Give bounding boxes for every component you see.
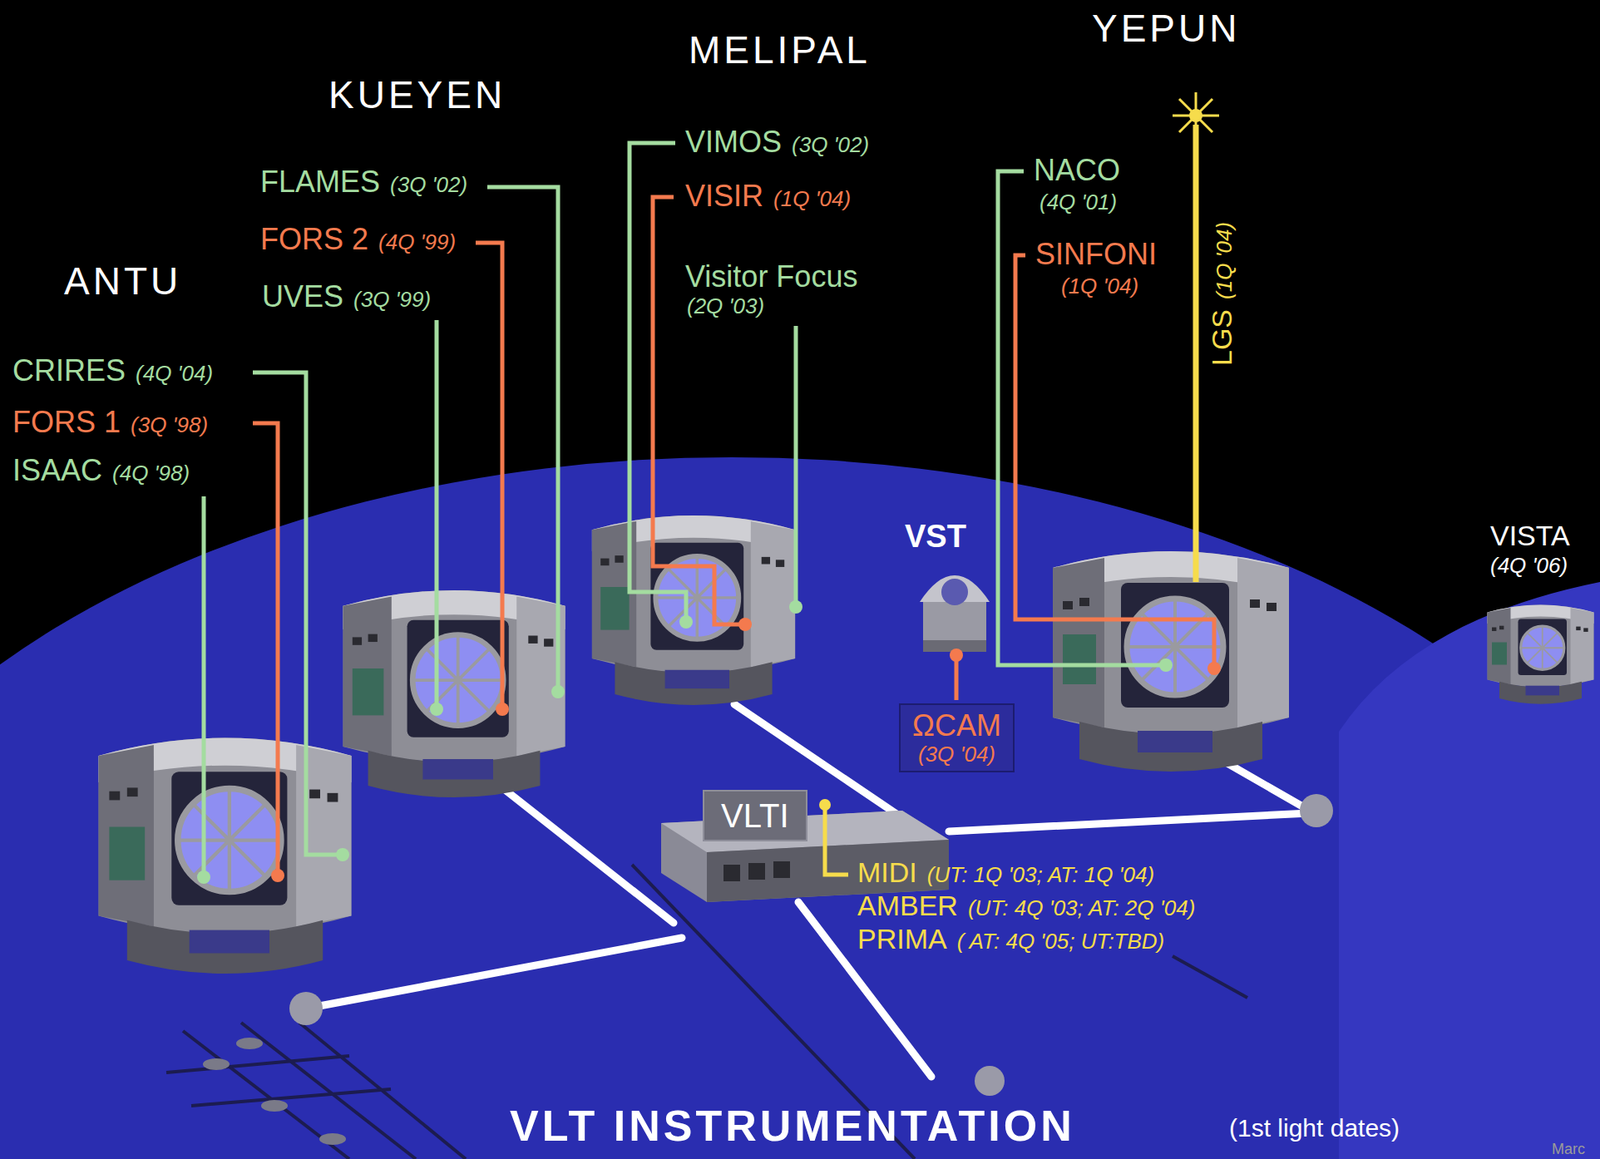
first-light-date: (3Q '99)	[353, 287, 431, 313]
instrument-name: UVES	[261, 279, 344, 314]
first-light-date: (4Q '06)	[1490, 553, 1568, 579]
label-row: AMBER (UT: 4Q '03; AT: 2Q '04)	[857, 889, 1196, 923]
first-light-date: (3Q '98)	[130, 413, 208, 439]
label-row: MIDI (UT: 1Q '03; AT: 1Q '04)	[857, 856, 1155, 889]
label-row: Visitor Focus	[685, 259, 858, 294]
telescope-name: ANTU	[64, 259, 182, 304]
label-row: LGS (1Q '04)	[1205, 222, 1239, 366]
instrument-name: FORS 1	[12, 404, 121, 440]
label-row: SINFONI	[1035, 237, 1157, 272]
label-row: VIMOS (3Q '02)	[685, 124, 870, 159]
label-row: VISIR (1Q '04)	[685, 178, 851, 213]
first-light-date: (4Q '01)	[1039, 190, 1117, 216]
label-row: (2Q '03)	[686, 294, 765, 320]
label-row: VST	[904, 518, 967, 556]
first-light-date: (1Q '04)	[773, 187, 851, 213]
label-row: ANTU	[64, 259, 182, 304]
caption-row: (1st light dates)	[1229, 1114, 1400, 1144]
label-row: UVES (3Q '99)	[261, 279, 431, 314]
instrument-name: ISAAC	[12, 453, 103, 488]
telescope-name: VISTA	[1490, 519, 1571, 553]
label-row: ISAAC (4Q '98)	[12, 453, 190, 488]
label-row: Marc	[1551, 1140, 1586, 1159]
first-light-date: (UT: 4Q '03; AT: 2Q '04)	[967, 896, 1196, 922]
first-light-date: (4Q '04)	[135, 361, 213, 387]
title-row: VLT INSTRUMENTATION	[509, 1102, 1076, 1151]
instrument-name: SINFONI	[1035, 237, 1157, 272]
first-light-date: (1Q '04)	[1212, 222, 1238, 300]
label-row: FORS 1 (3Q '98)	[12, 404, 208, 440]
telescope-name: VST	[904, 518, 967, 556]
first-light-date: (3Q '02)	[791, 133, 870, 159]
instrument-name: MIDI	[857, 856, 918, 889]
first-light-date: (1Q '04)	[1061, 274, 1139, 300]
label-row: KUEYEN	[328, 73, 506, 118]
first-light-date: (2Q '03)	[686, 294, 765, 320]
interferometer-building: VLTI	[702, 790, 808, 842]
instrument-name: NACO	[1033, 153, 1121, 188]
instrument-name: VIMOS	[685, 124, 782, 159]
node-text: VLTI	[720, 796, 790, 835]
telescope-name: MELIPAL	[688, 28, 871, 73]
first-light-date: (UT: 1Q '03; AT: 1Q '04)	[927, 863, 1155, 889]
camera-box: ΩCAM(3Q '04)	[898, 703, 1015, 773]
laser-guide-star-label: LGS	[1205, 309, 1239, 366]
label-row: PRIMA ( AT: 4Q '05; UT:TBD)	[857, 923, 1165, 956]
label-row: (4Q '01)	[1039, 190, 1117, 216]
telescope-name: KUEYEN	[328, 73, 506, 118]
label-row: VISTA	[1490, 519, 1571, 553]
label-row: NACO	[1033, 153, 1121, 188]
node-text: (3Q '04)	[918, 742, 996, 768]
instrument-name: VISIR	[685, 178, 764, 213]
label-row: (1Q '04)	[1061, 274, 1139, 300]
instrument-name: FORS 2	[260, 222, 369, 257]
node-text: ΩCAM	[912, 708, 1002, 743]
label-row: (4Q '06)	[1490, 553, 1568, 579]
instrument-name: Visitor Focus	[685, 259, 858, 294]
diagram-caption: (1st light dates)	[1229, 1114, 1400, 1144]
label-row: YEPUN	[1091, 6, 1240, 51]
label-row: FORS 2 (4Q '99)	[260, 222, 456, 257]
first-light-date: (4Q '99)	[378, 230, 456, 256]
instrument-name: AMBER	[857, 889, 959, 923]
instrument-name: FLAMES	[260, 164, 381, 199]
first-light-date: (3Q '02)	[390, 172, 468, 198]
first-light-date: ( AT: 4Q '05; UT:TBD)	[957, 929, 1166, 955]
label-row: FLAMES (3Q '02)	[260, 164, 468, 199]
first-light-date: (4Q '98)	[112, 461, 190, 487]
instrument-name: PRIMA	[857, 923, 948, 956]
telescope-name: YEPUN	[1091, 6, 1240, 51]
diagram-title: VLT INSTRUMENTATION	[509, 1102, 1076, 1151]
date-stamp: Marc	[1551, 1140, 1586, 1159]
label-row: CRIRES (4Q '04)	[12, 353, 213, 388]
instrument-name: CRIRES	[12, 353, 126, 388]
label-row: MELIPAL	[688, 28, 871, 73]
